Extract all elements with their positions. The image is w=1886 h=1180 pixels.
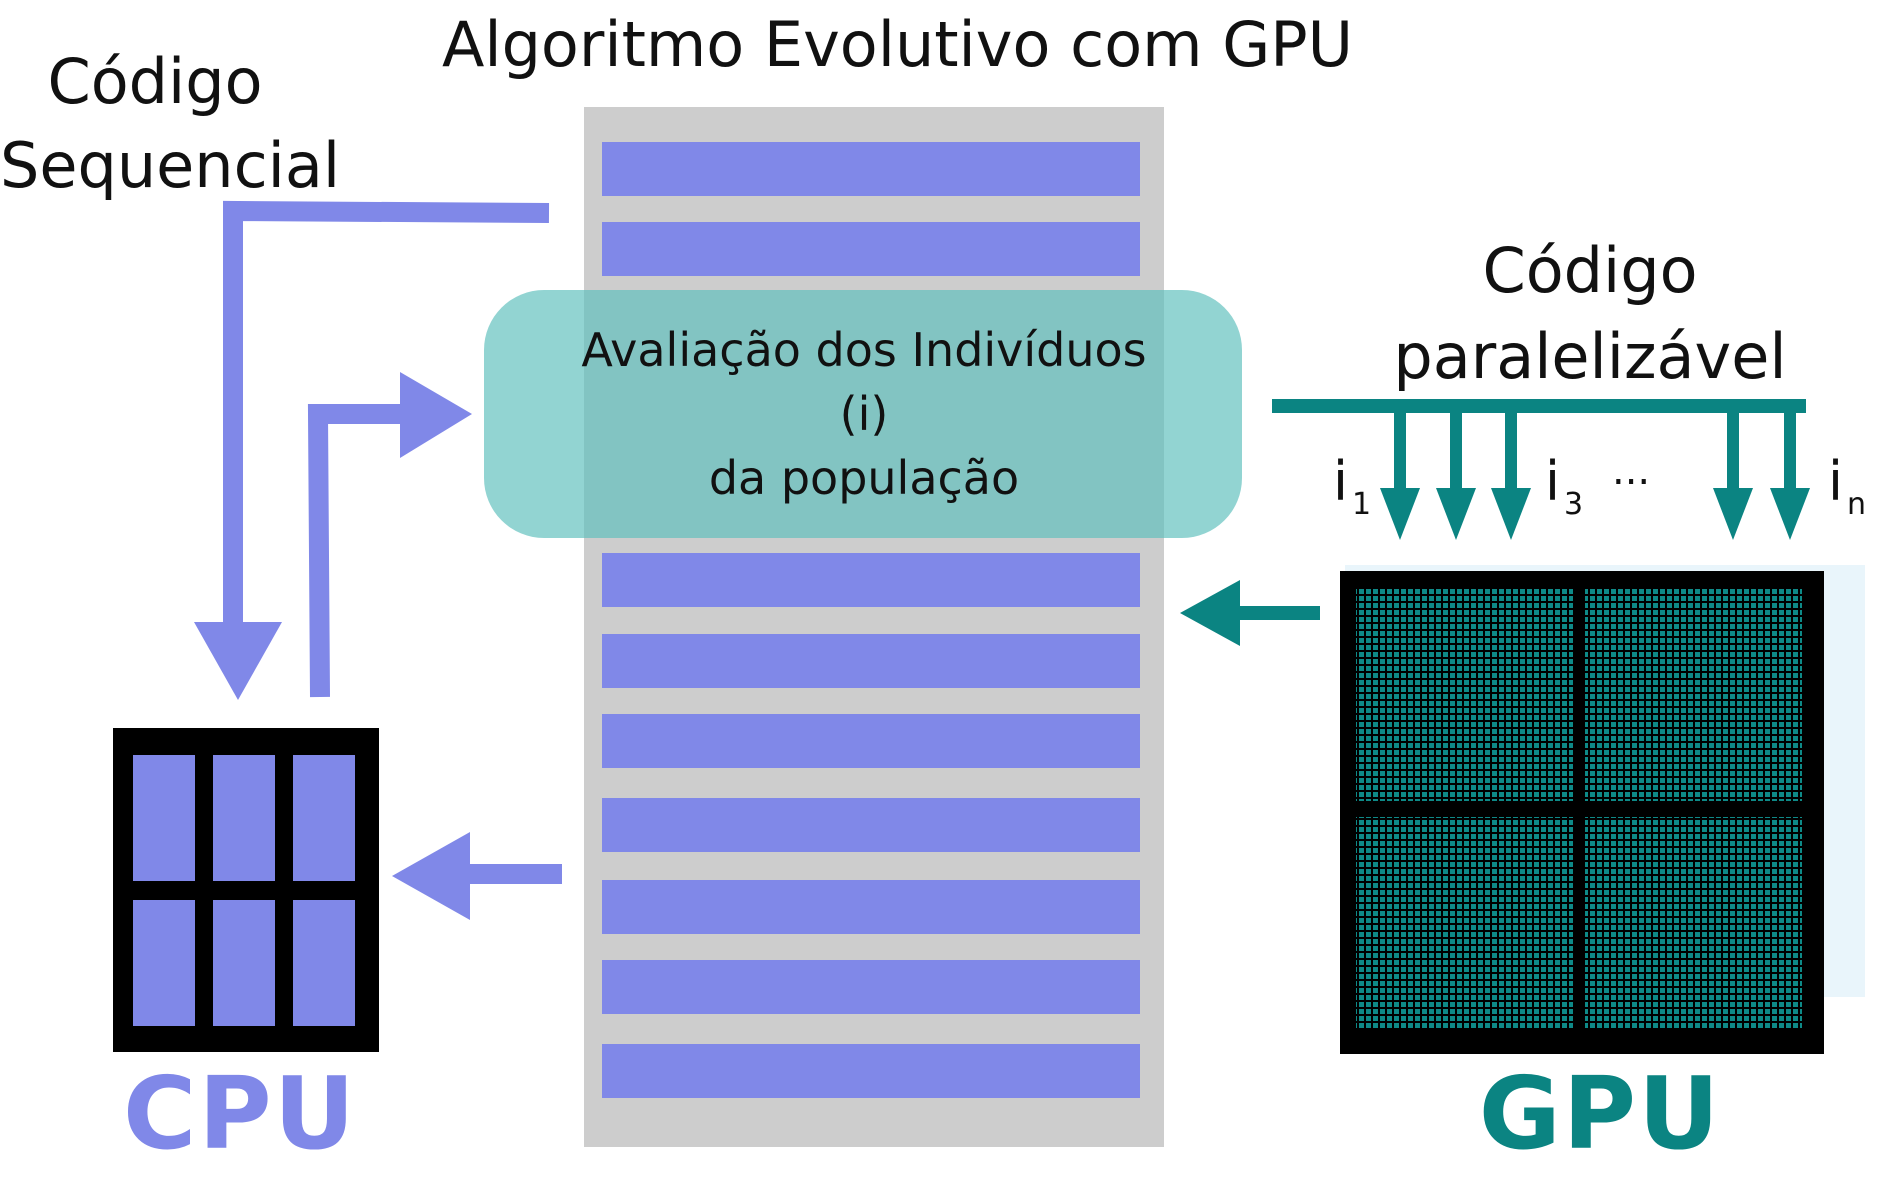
individual-bar [602, 880, 1140, 934]
cpu-chip [113, 728, 379, 1052]
population-to-cpu-arrow [392, 832, 562, 920]
thread-arrow [1491, 408, 1531, 540]
gpu-core-block [1356, 588, 1573, 801]
cpu-to-evaluation-arrow [307, 372, 472, 698]
thread-arrow [1436, 408, 1476, 540]
individual-bar [602, 553, 1140, 607]
cpu-core [293, 755, 355, 881]
gpu-core-block [1356, 817, 1573, 1030]
individual-bar [602, 798, 1140, 852]
individual-bar [602, 714, 1140, 768]
gpu-quadrants [1356, 588, 1802, 1030]
gpu-core-block [1585, 817, 1802, 1030]
cpu-core [133, 755, 195, 881]
cpu-core [133, 900, 195, 1026]
cpu-label: CPU [123, 1055, 357, 1172]
parallel-code-label: Código paralelizável [1393, 234, 1787, 393]
thread-arrow [1713, 408, 1753, 540]
thread-arrow [1380, 408, 1420, 540]
individual-bar [602, 634, 1140, 688]
sequential-code-label: Código Sequencial [0, 45, 341, 202]
evaluation-box [484, 290, 1242, 538]
cpu-core [213, 900, 275, 1026]
parallel-code-distribution [1272, 399, 1810, 540]
individual-bar [602, 1044, 1140, 1098]
cpu-core [213, 755, 275, 881]
gpu-chip [1340, 565, 1865, 1054]
sequential-to-cpu-arrow [194, 200, 550, 700]
gpu-to-population-arrow [1180, 580, 1320, 646]
individual-bar [602, 142, 1140, 196]
individual-bar [602, 960, 1140, 1014]
cpu-cores [133, 755, 355, 1026]
thread-arrows [1380, 408, 1810, 540]
diagram-title: Algoritmo Evolutivo com GPU [441, 8, 1354, 81]
individual-bar [602, 222, 1140, 276]
cpu-core [293, 900, 355, 1026]
thread-arrow [1770, 408, 1810, 540]
gpu-label: GPU [1478, 1055, 1722, 1172]
evaluation-label: Avaliação dos Indivíduos (i) da populaçã… [581, 323, 1147, 505]
individual-bars [602, 142, 1140, 1098]
thread-index-ellipsis: ... [1612, 448, 1651, 494]
gpu-core-block [1585, 588, 1802, 801]
